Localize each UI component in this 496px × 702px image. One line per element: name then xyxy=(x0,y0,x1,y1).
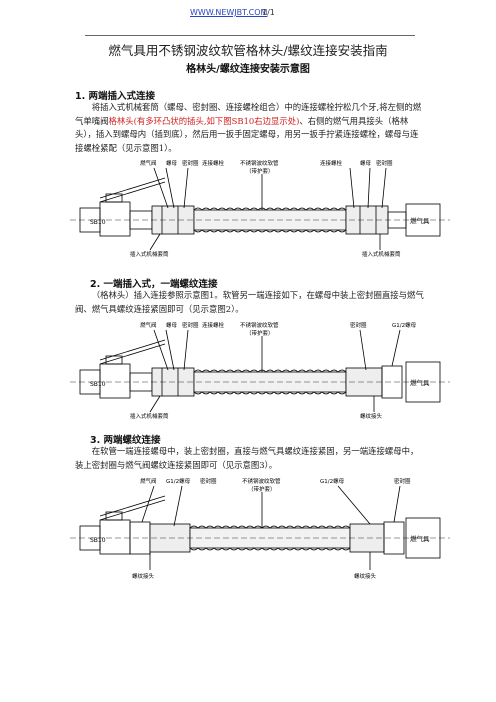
section-2-heading: 2. 一端插入式，一端螺纹连接 xyxy=(90,279,218,290)
figure-3-label-valve: 燃气阀 xyxy=(140,477,157,485)
figure-2-label-seal-right: 密封圈 xyxy=(350,321,367,329)
figure-2-label-nut: 螺母 xyxy=(166,321,178,329)
figure-1-valve-label: SB10 xyxy=(90,219,106,226)
figure-2-valve-label: SB10 xyxy=(90,381,106,388)
figure-2-label-hose: 不锈钢波纹软管 xyxy=(240,321,279,329)
figure-2-label-seal: 密封圈 xyxy=(182,321,199,329)
figure-3-label-seal-right: 密封圈 xyxy=(394,477,411,485)
figure-1-bottom-left: 插入式机械套筒 xyxy=(130,250,169,258)
figure-2-label-valve: 燃气阀 xyxy=(140,321,157,329)
figure-2-bottom-right: 螺纹接头 xyxy=(360,412,383,420)
figure-1-label-nut: 螺母 xyxy=(166,159,178,167)
figure-2-diagram: SB10 燃气具 燃气阀 螺母 密封圈 连接螺栓 不锈钢波纹软管 （带护套） 密… xyxy=(70,321,450,420)
figure-3-label-sheath: （带护套） xyxy=(248,485,276,493)
figure-2-label-sheath: （带护套） xyxy=(246,329,274,337)
figure-3-diagram: SB10 燃气具 燃气阀 G1/2螺母 密封圈 不锈钢波纹软管 （带护套） G1… xyxy=(70,477,450,580)
figure-2-bottom-left: 插入式机械套筒 xyxy=(130,412,169,420)
header-divider xyxy=(85,35,415,36)
figure-1-bottom-right: 插入式机械套筒 xyxy=(362,250,401,258)
section-1-text-b: 、右侧的燃气用具接头（格林头），插入到螺母内（插到底），然后用一扳手固定螺母，用… xyxy=(75,115,419,153)
figure-1-appliance-label: 燃气具 xyxy=(410,216,430,225)
figure-1-label-valve: 燃气阀 xyxy=(140,159,157,167)
section-3-text: 在软管一端连接螺母中，装上密封圈，直接与燃气具螺纹连接紧固，另一端连接螺母中，装… xyxy=(75,446,419,470)
section-1-text: 将插入式机械套筒（螺母、密封圈、连接螺栓组合）中的连接螺栓拧松几个牙,将左侧的燃… xyxy=(75,101,425,155)
figure-2-label-g12-nut: G1/2螺母 xyxy=(392,321,417,329)
figure-3-bottom-left: 螺纹接头 xyxy=(132,572,155,580)
figure-3-appliance-label: 燃气具 xyxy=(410,534,430,543)
section-1-text-a: 将插入式机械套筒（螺母、密封圈、连接螺栓组合）中的连接螺栓拧松几个牙,将左侧的燃… xyxy=(75,102,422,126)
figure-3-valve-label: SB10 xyxy=(90,537,106,544)
figure-1-diagram: SB10 燃气具 燃气阀 螺母 密封圈 连接螺栓 不锈钢波纹软管 （带护套） 连… xyxy=(70,159,450,258)
header-page-number: 1/1 xyxy=(262,8,275,17)
figure-1-label-bolt-right: 连接螺栓 xyxy=(320,159,343,167)
document-subtitle: 格林头/螺纹连接安装示意图 xyxy=(186,64,310,75)
page-header: WWW.NEWJBT.COM 1/1 xyxy=(0,8,496,22)
figure-3-label-g12-nut-right: G1/2螺母 xyxy=(320,477,345,485)
figure-1-label-hose: 不锈钢波纹软管 xyxy=(240,159,279,167)
figure-3-label-seal: 密封圈 xyxy=(200,477,217,485)
figure-1-label-bolt: 连接螺栓 xyxy=(202,159,225,167)
figure-3-label-g12-nut: G1/2螺母 xyxy=(166,477,191,485)
figure-1-label-sheath: （带护套） xyxy=(246,167,274,175)
section-2-text: （格林头）插入连接参照示意图1。软管另一端连接如下，在螺母中装上密封圈直接与燃气… xyxy=(75,290,424,314)
figure-1-label-seal-right: 密封圈 xyxy=(376,159,393,167)
figure-2-appliance-label: 燃气具 xyxy=(410,378,430,387)
section-3-heading: 3. 两端螺纹连接 xyxy=(90,435,161,446)
figure-3-bottom-right: 螺纹接头 xyxy=(354,572,377,580)
section-1-heading: 1. 两端插入式连接 xyxy=(75,91,156,102)
header-url[interactable]: WWW.NEWJBT.COM xyxy=(190,8,268,17)
figure-1-label-seal: 密封圈 xyxy=(182,159,199,167)
figure-3-label-hose: 不锈钢波纹软管 xyxy=(242,477,281,485)
section-1-text-highlight: 格林头(有多环凸状的插头,如下图SB10右边显示处) xyxy=(108,115,300,126)
figure-1-label-nut-right: 螺母 xyxy=(360,159,372,167)
figure-2-label-bolt: 连接螺栓 xyxy=(202,321,225,329)
document-title: 燃气具用不锈钢波纹软管格林头/螺纹连接安装指南 xyxy=(108,43,388,58)
